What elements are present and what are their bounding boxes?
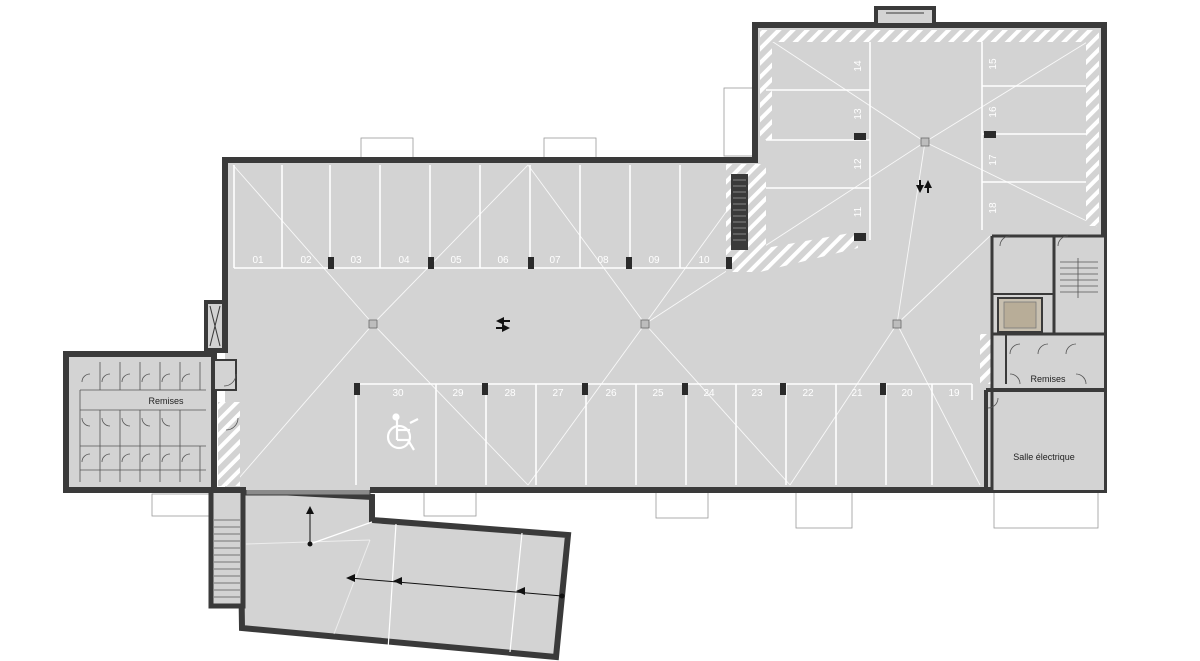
space-number: 20 [901,388,913,399]
space-number: 30 [392,388,404,399]
space-number: 15 [988,58,999,70]
space-number: 24 [703,388,715,399]
room-label-remises: Remises [148,396,184,406]
space-number: 04 [398,255,410,266]
space-number: 10 [698,255,710,266]
space-number: 13 [853,108,864,120]
space-number: 19 [948,388,960,399]
space-number: 18 [988,202,999,214]
two-way-arrows-icon [916,180,932,193]
room-label-salle-electrique: Salle électrique [1013,452,1075,462]
space-number: 09 [648,255,660,266]
two-way-arrows-icon [496,317,510,332]
pillars [328,131,996,395]
remises-left: Remises [63,351,239,493]
stair-left [208,487,246,609]
space-number: 11 [853,206,864,217]
shaft-left [204,300,226,352]
bottom-row-markings [355,383,973,485]
top-row-numbers: 01 02 03 04 05 06 07 08 09 10 [252,255,710,266]
parking-floor [225,25,1104,490]
space-number: 21 [851,388,863,399]
space-number: 14 [853,60,864,72]
space-number: 02 [300,255,312,266]
space-number: 01 [252,255,264,266]
slope-lines [232,35,1098,486]
space-number: 16 [988,106,999,118]
space-number: 23 [751,388,763,399]
wheelchair-icon [386,413,419,451]
space-number: 28 [504,388,516,399]
space-number: 07 [549,255,561,266]
space-number: 05 [450,255,462,266]
space-number: 25 [652,388,664,399]
space-number: 08 [597,255,609,266]
right-core: Remises Salle électrique [984,234,1104,490]
space-number: 12 [853,158,864,170]
annex-markings [766,42,1086,240]
space-number: 26 [605,388,617,399]
space-number: 03 [350,255,362,266]
room-label-remises: Remises [1030,374,1066,384]
ventilation-grille [731,174,748,250]
roof-hatch [874,6,936,27]
top-row-markings [233,165,728,269]
space-number: 22 [802,388,814,399]
bottom-row-numbers: 30 29 28 27 26 25 24 23 22 21 20 19 [392,388,960,399]
annex-numbers: 11 12 13 14 15 16 17 18 [853,58,999,217]
space-number: 29 [452,388,464,399]
space-number: 27 [552,388,564,399]
space-number: 17 [988,154,999,166]
entrance-ramp [236,486,572,661]
space-number: 06 [497,255,509,266]
